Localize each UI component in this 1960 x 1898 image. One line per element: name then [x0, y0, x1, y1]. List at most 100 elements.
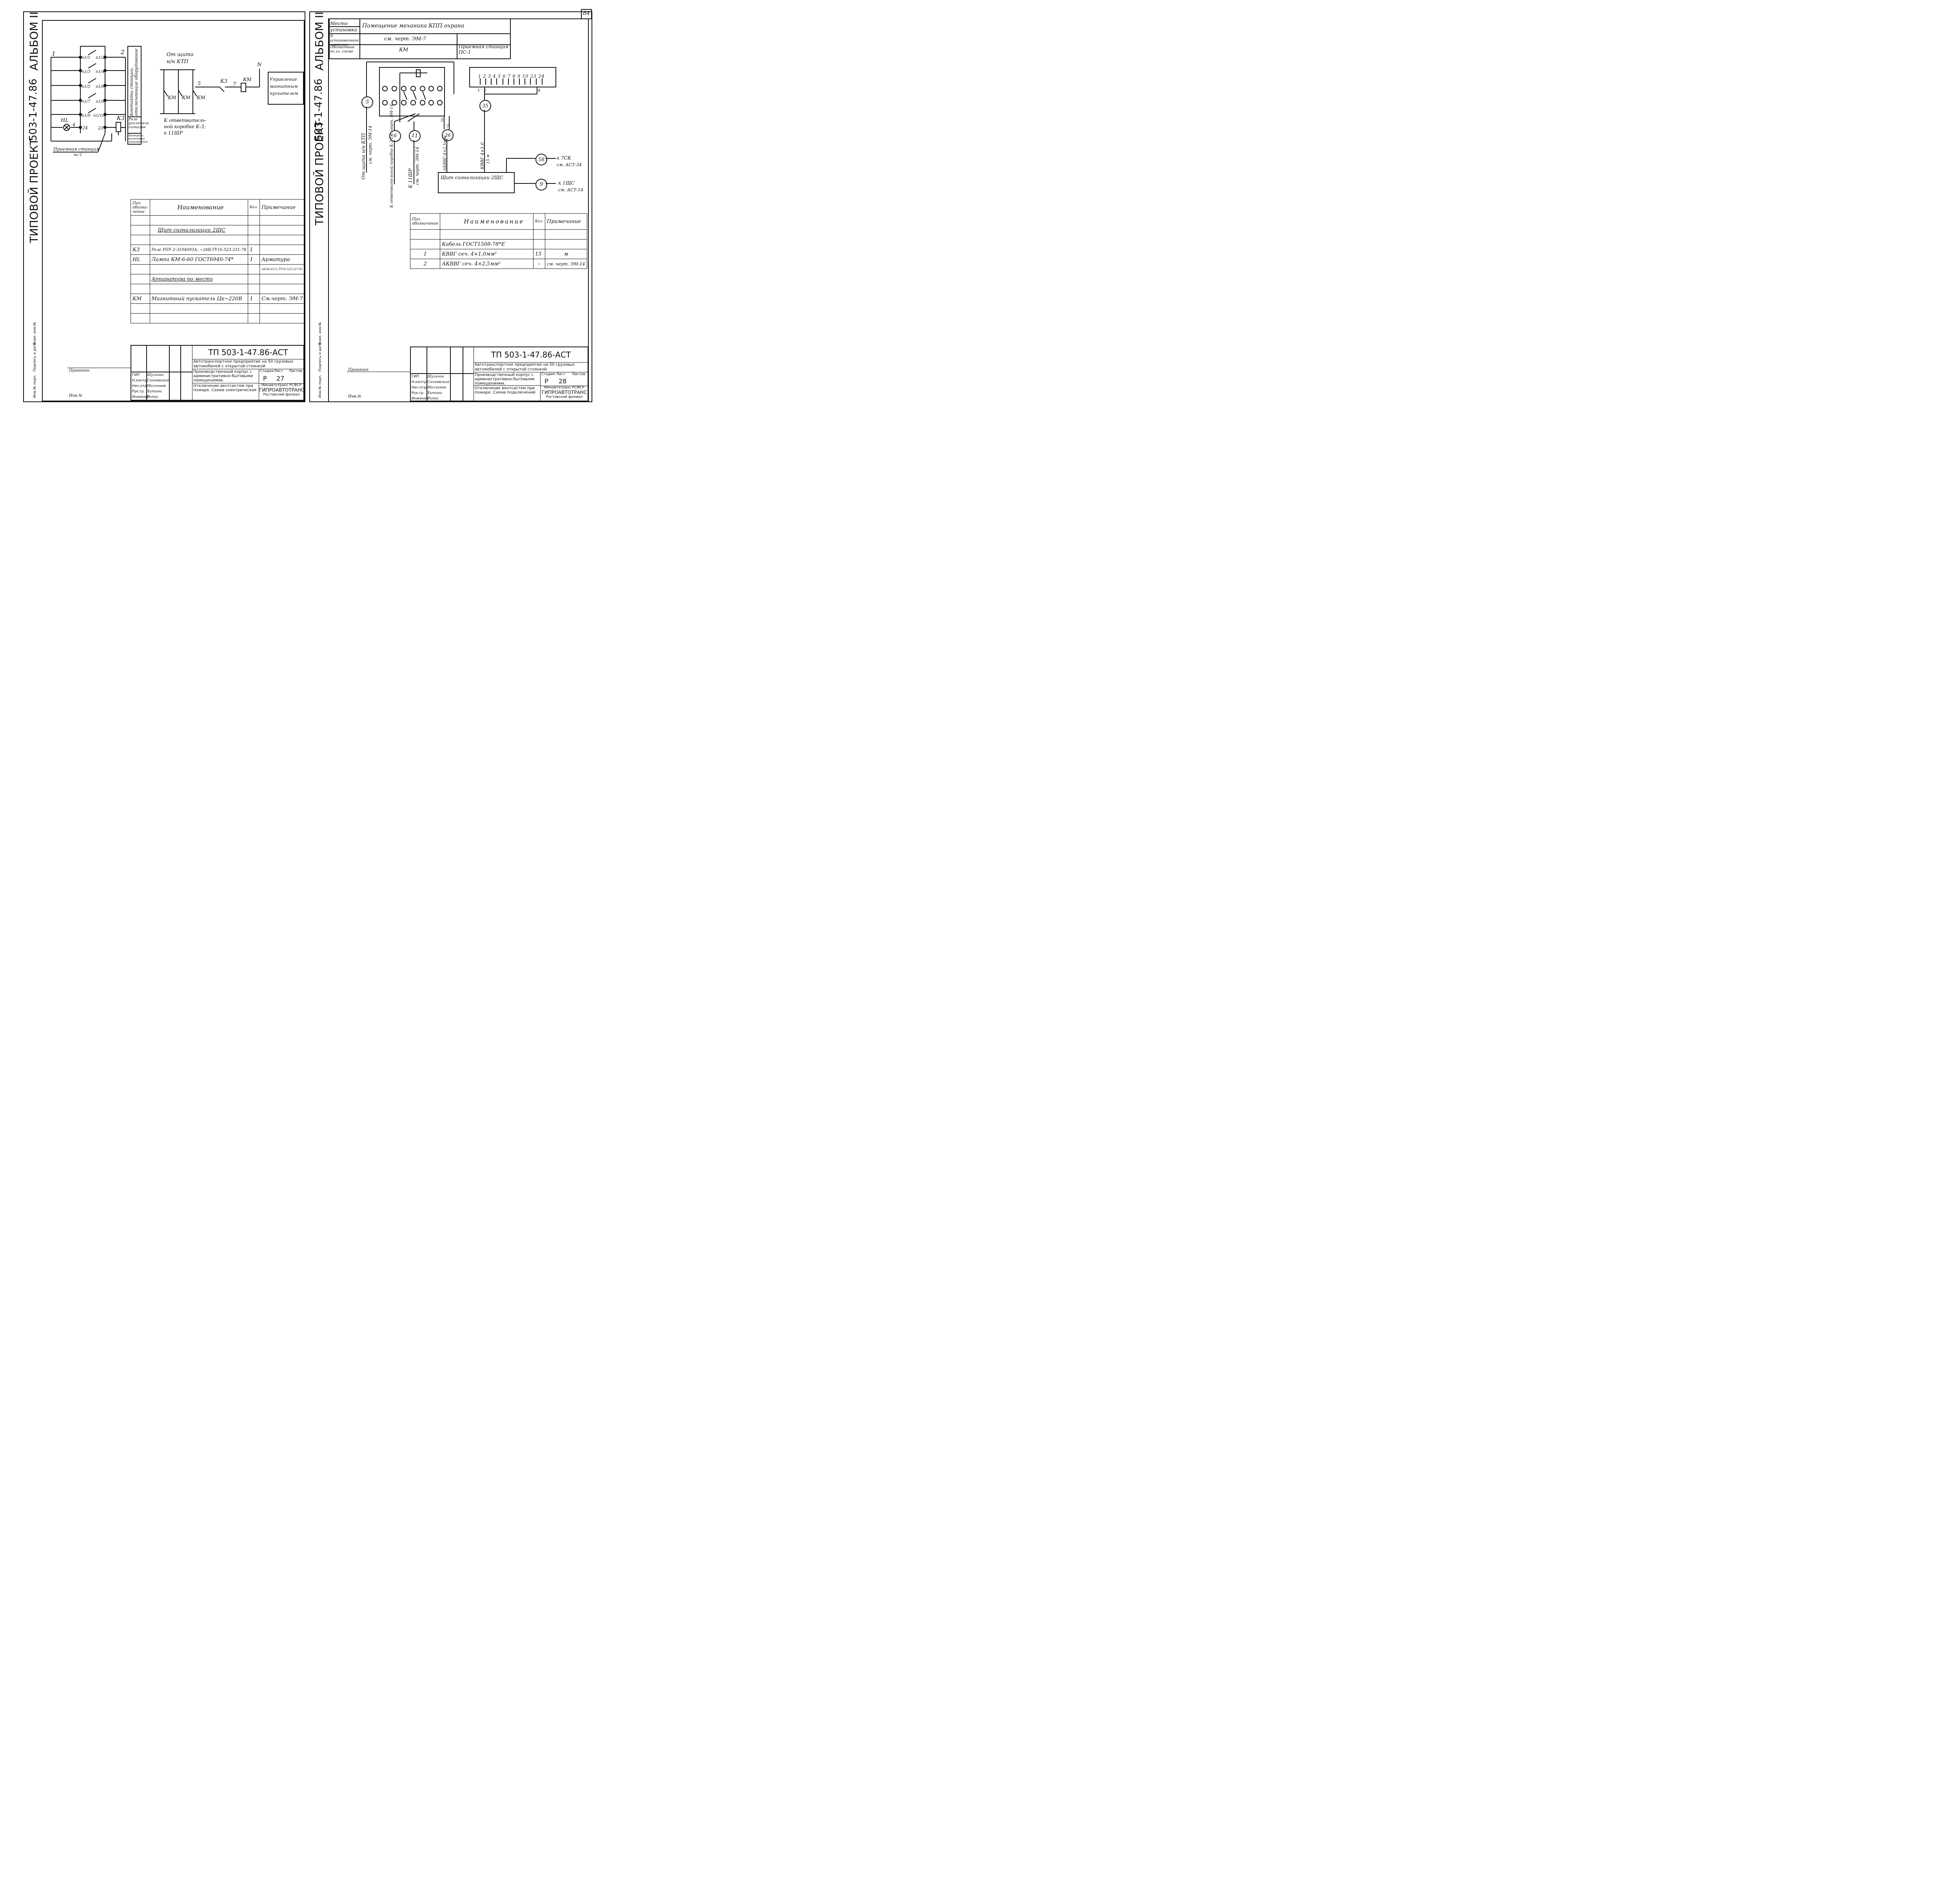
station-sub: пс-1	[74, 153, 82, 157]
cell	[544, 229, 588, 240]
cell	[260, 245, 305, 255]
org-box: Минавтотранс РСФСР ГИПРОАВТОТРАНС Ростов…	[540, 386, 588, 401]
cable-5b-label: 15 м	[486, 154, 490, 164]
cell	[544, 239, 588, 249]
cell	[260, 303, 305, 314]
sheet-value: 27	[276, 375, 285, 382]
power-from-2: н/н КТП	[167, 59, 189, 65]
col-header: Поз. обозначение	[410, 213, 441, 230]
terminal-4: 4	[538, 89, 541, 93]
cell	[533, 229, 545, 240]
table-row	[131, 303, 305, 314]
cell: 1	[248, 245, 260, 255]
left-album-title: АЛЬБОМ II	[27, 11, 40, 71]
power-from-1: От щита	[167, 52, 194, 58]
signal-panel: Щит сигнализации 2ЩС	[441, 175, 503, 180]
inv-label: Инв.№	[348, 394, 361, 399]
to-7ck-ref: см. АСТ-34	[557, 162, 582, 167]
table-row	[131, 215, 305, 225]
cable-3-label: К 11ШР	[408, 168, 413, 188]
wire-7-label: 7	[446, 124, 449, 129]
sheet-desc: Отключение вентсистем при пожаре. Схема …	[474, 386, 540, 401]
cell	[248, 235, 260, 245]
cell: КВВГ сеч. 4×1,0мм²	[440, 249, 534, 259]
org-box: Минавтотранс РСФСР ГИПРОАВТОТРАНС Ростов…	[259, 383, 304, 401]
table-row: Аппаратура по месту	[131, 274, 305, 284]
km-coil: КМ	[243, 77, 252, 82]
sheet-header: Лист	[556, 372, 565, 376]
cable-5-label: КВВГ 4×1,0	[480, 142, 485, 169]
cell	[248, 303, 260, 314]
cable-2-label: К ответвительной коробке К-3 см. черт. Э…	[390, 104, 394, 208]
left-project-type: ТИПОВОЙ ПРОЕКТ	[27, 138, 40, 243]
cell	[260, 215, 305, 225]
org-line: Ростовский филиал	[546, 395, 583, 399]
node-2: 2	[121, 49, 125, 56]
vert-box-contacts: Контакты станции, отключающие оборудован…	[129, 48, 139, 116]
table-row: АЕ3414111.ТУ16-535.527-81	[131, 264, 305, 274]
to-1shs: к 1ЩС	[558, 180, 575, 186]
wire-4: 4	[73, 122, 75, 127]
person-name: Рипка	[147, 395, 158, 399]
cell: 15	[533, 249, 545, 259]
cell: Аппаратура по месту	[149, 274, 249, 284]
role-label: Н.контр.	[412, 380, 428, 384]
table-row	[131, 313, 305, 323]
right-album-title: АЛЬБОМ II	[313, 11, 326, 71]
page-number: 84	[583, 10, 590, 16]
to-1shs-ref: см. АСТ-14	[558, 187, 584, 192]
terminal-1: 1	[477, 89, 480, 93]
contact-label: п1/7	[82, 100, 91, 104]
col-header: Примечание	[544, 213, 588, 230]
col-header: Наименование	[149, 199, 249, 216]
col-header: Примечание	[260, 199, 305, 216]
cable-4-label: АКВВГ-4×2,5мм²	[443, 135, 447, 171]
sheet-value: 28	[559, 377, 567, 385]
role-label: Инженер	[412, 397, 429, 401]
role-label: Рук.гр.	[412, 391, 425, 395]
km-contact: КМ	[182, 95, 191, 100]
inv-label: Инв.№	[69, 394, 82, 398]
org-line: ГИПРОАВТОТРАНС	[259, 387, 305, 393]
cell	[248, 274, 260, 284]
cable-node-11: 11	[409, 130, 421, 142]
left-spec-table: Поз обозна-чение Наименование Кол. Приме…	[131, 199, 305, 323]
person-name: Сахновская	[427, 380, 449, 384]
person-name: Молчанов	[147, 384, 166, 388]
place-label: Место установки	[330, 21, 358, 33]
building-desc: Производственный корпус с административн…	[474, 372, 540, 386]
role-label: ГИП	[412, 375, 419, 379]
cell	[149, 235, 249, 245]
cell	[131, 284, 150, 294]
cell: КМ	[131, 294, 150, 304]
contact-label: п1/1	[82, 56, 91, 60]
cell: См.черт. ЭМ-7	[260, 294, 305, 304]
cell: Кабель ГОСТ1508-78*Е	[440, 239, 534, 249]
cell	[410, 229, 441, 240]
cable-node-35: 35	[479, 100, 491, 112]
table-row	[410, 229, 588, 240]
k3-contact: К3	[220, 78, 228, 84]
contact-label: п1/10	[93, 114, 105, 118]
cell: HL	[131, 254, 150, 265]
person-name: Хитина	[147, 390, 162, 394]
cell	[260, 284, 305, 294]
contact-label: п1/3	[82, 70, 91, 74]
right-wiring	[366, 62, 556, 193]
cell	[131, 225, 150, 235]
station-label: Приемная станция	[53, 147, 99, 152]
cable-1b-label: см. черт. ЭМ-14	[368, 125, 373, 164]
left-contact-schematic	[51, 46, 142, 152]
cell	[149, 303, 249, 314]
drawing-value: см. черт. ЭМ-7	[384, 36, 426, 42]
cell: К3	[131, 245, 150, 255]
right-title-block: ТП 503-1-47.86-АСТ Автотранспортное пред…	[410, 347, 588, 401]
right-spec-table: Поз. обозначение Наименование Кол. Приме…	[410, 213, 588, 269]
cable-node-58: 58	[535, 154, 547, 165]
cell	[131, 235, 150, 245]
org-line: Минавтотранс РСФСР	[261, 383, 302, 387]
stage-box: Стадия Лист Листов Р 28	[540, 372, 588, 386]
stage-header: Стадия	[541, 372, 555, 376]
